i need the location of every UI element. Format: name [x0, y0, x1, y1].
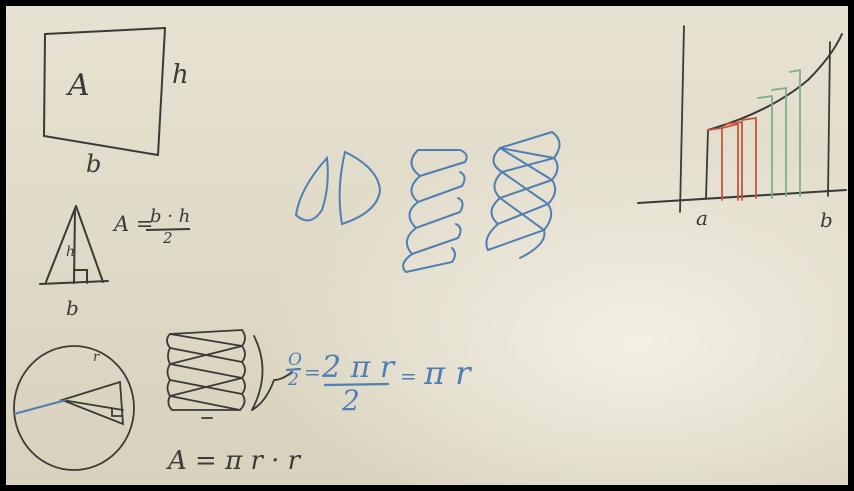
blue-circle-halves [294, 150, 382, 226]
riemann-rectangles-red [707, 116, 757, 201]
rectangle-sketch [43, 27, 166, 156]
rearranged-sectors [166, 329, 293, 419]
blue-sector-stack-left [402, 149, 468, 274]
rectangle-base-label: b [86, 150, 102, 178]
triangle-formula-denominator: 2 [163, 229, 173, 247]
triangle-formula-lhs: A = [114, 212, 154, 236]
rectangle-area-label: A [68, 68, 90, 103]
fraction-denominator-2: 2 [288, 370, 299, 390]
two-pi-r: 2 π r [322, 350, 395, 385]
triangle-height-label: h [66, 244, 76, 260]
circle-radius-label: r [93, 350, 100, 365]
fraction-bars [285, 367, 390, 387]
blue-sector-stack-right [485, 130, 561, 259]
circle-sketch [13, 345, 135, 471]
riemann-rectangles-green [757, 68, 801, 199]
denominator-2: 2 [342, 384, 360, 417]
equals-sign-1: = [304, 360, 321, 384]
fraction-numerator-o: O [288, 350, 302, 370]
fraction-bar [145, 228, 191, 231]
triangle-formula-numerator: b · h [150, 206, 191, 227]
pi-r-result: π r [424, 354, 471, 392]
triangle-base-label: b [66, 296, 79, 320]
upper-bound-label: b [820, 208, 833, 232]
equals-sign-2: = [400, 364, 417, 388]
triangle-sketch [39, 205, 109, 285]
rectangle-height-label: h [172, 60, 189, 90]
circle-area-formula: A = π r · r [168, 446, 301, 476]
lower-bound-label: a [696, 206, 708, 230]
circle-diameter [13, 398, 67, 416]
